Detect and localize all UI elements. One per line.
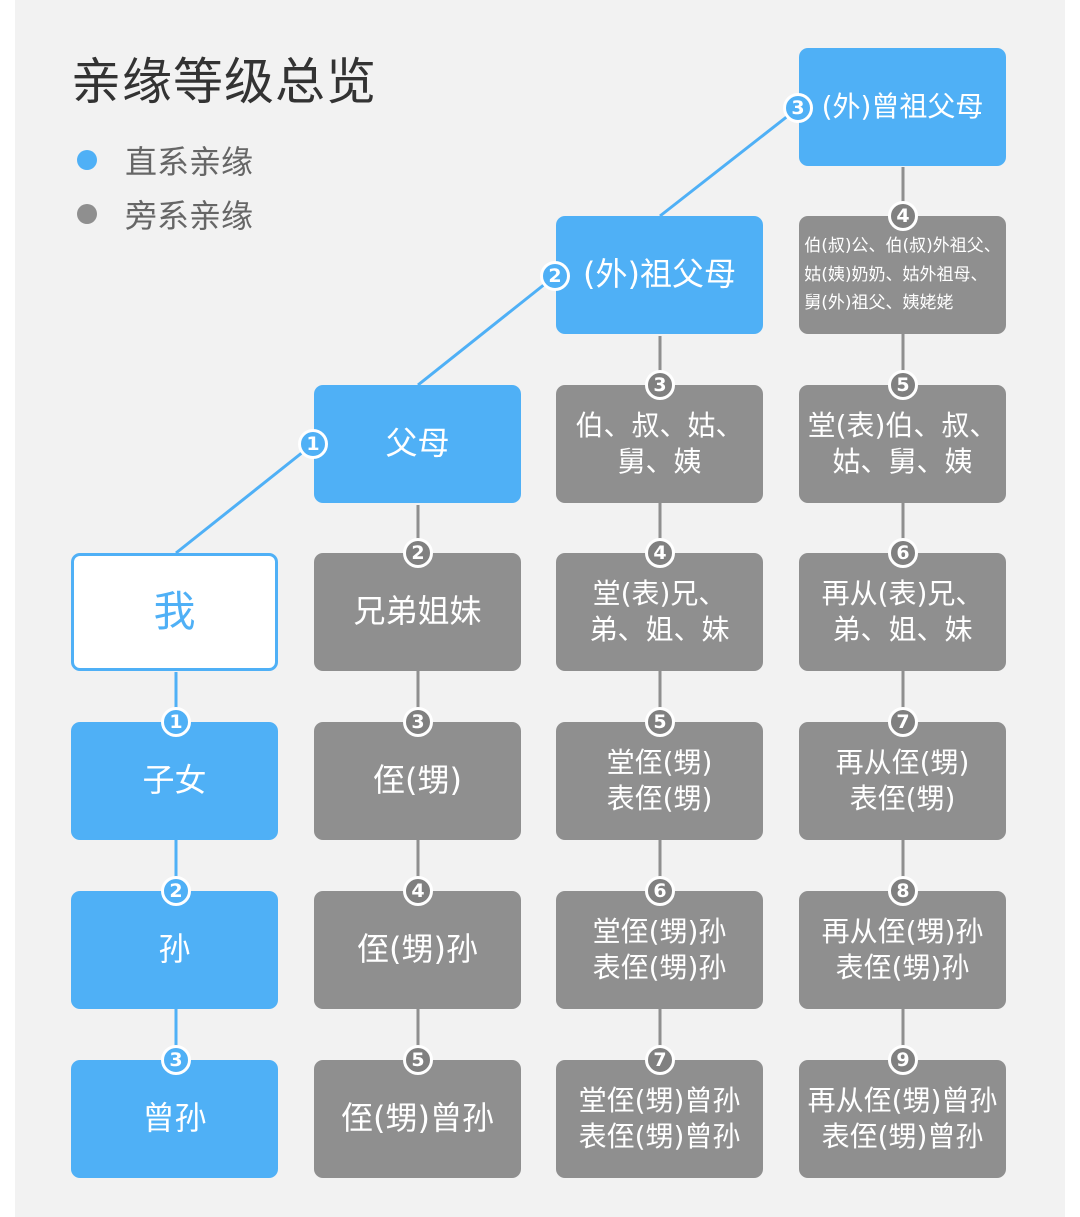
legend-direct: 直系亲缘 — [77, 140, 254, 181]
degree-badge: 9 — [888, 1045, 918, 1075]
degree-badge: 2 — [540, 261, 570, 291]
degree-badge: 1 — [161, 707, 191, 737]
node-uncles-aunts: 伯、叔、姑、 舅、姨 — [556, 385, 763, 503]
node-second-cousin-grandchildren: 再从侄(甥)孙 表侄(甥)孙 — [799, 891, 1006, 1009]
degree-badge: 8 — [888, 876, 918, 906]
degree-badge: 3 — [161, 1045, 191, 1075]
degree-badge: 2 — [161, 876, 191, 906]
legend-direct-label: 直系亲缘 — [125, 143, 254, 181]
node-grand-uncles-aunts: 伯(叔)公、伯(叔)外祖父、 姑(姨)奶奶、姑外祖母、 舅(外)祖父、姨姥姥 — [799, 216, 1006, 334]
node-second-cousin-children: 再从侄(甥) 表侄(甥) — [799, 722, 1006, 840]
node-second-cousins: 再从(表)兄、 弟、姐、妹 — [799, 553, 1006, 671]
node-parents: 父母 — [314, 385, 521, 503]
node-grandparents: (外)祖父母 — [556, 216, 763, 334]
degree-badge: 3 — [783, 93, 813, 123]
node-cousin-great-grandchildren: 堂侄(甥)曾孙 表侄(甥)曾孙 — [556, 1060, 763, 1178]
node-self: 我 — [71, 553, 278, 671]
node-nephew: 侄(甥) — [314, 722, 521, 840]
connector-diag-1 — [175, 442, 314, 555]
kinship-diagram: 亲缘等级总览 直系亲缘 旁系亲缘 我 子女 孙 曾孙 1 2 3 父母 兄弟姐妹… — [15, 0, 1065, 1217]
legend-collateral-dot — [77, 204, 97, 224]
page-title: 亲缘等级总览 — [71, 53, 377, 111]
degree-badge: 7 — [645, 1045, 675, 1075]
node-children: 子女 — [71, 722, 278, 840]
degree-badge: 5 — [888, 370, 918, 400]
node-great-grandnephew: 侄(甥)曾孙 — [314, 1060, 521, 1178]
degree-badge: 1 — [298, 429, 328, 459]
node-cousins: 堂(表)兄、 弟、姐、妹 — [556, 553, 763, 671]
degree-badge: 4 — [645, 538, 675, 568]
degree-badge: 5 — [403, 1045, 433, 1075]
node-parents-cousins: 堂(表)伯、叔、 姑、舅、姨 — [799, 385, 1006, 503]
degree-badge: 4 — [888, 201, 918, 231]
node-great-grandparents: (外)曾祖父母 — [799, 48, 1006, 166]
connector-diag-2 — [417, 274, 556, 387]
degree-badge: 2 — [403, 538, 433, 568]
node-second-cousin-great-grandchildren: 再从侄(甥)曾孙 表侄(甥)曾孙 — [799, 1060, 1006, 1178]
legend-direct-dot — [77, 150, 97, 170]
node-cousin-children: 堂侄(甥) 表侄(甥) — [556, 722, 763, 840]
degree-badge: 3 — [403, 707, 433, 737]
degree-badge: 6 — [888, 538, 918, 568]
connector-diag-3 — [659, 106, 799, 218]
node-great-grandchildren: 曾孙 — [71, 1060, 278, 1178]
node-cousin-grandchildren: 堂侄(甥)孙 表侄(甥)孙 — [556, 891, 763, 1009]
degree-badge: 3 — [645, 370, 675, 400]
degree-badge: 7 — [888, 707, 918, 737]
node-grandchildren: 孙 — [71, 891, 278, 1009]
node-grandnephew: 侄(甥)孙 — [314, 891, 521, 1009]
degree-badge: 4 — [403, 876, 433, 906]
legend-collateral: 旁系亲缘 — [77, 194, 254, 235]
degree-badge: 6 — [645, 876, 675, 906]
degree-badge: 5 — [645, 707, 675, 737]
legend-collateral-label: 旁系亲缘 — [125, 197, 254, 235]
node-siblings: 兄弟姐妹 — [314, 553, 521, 671]
